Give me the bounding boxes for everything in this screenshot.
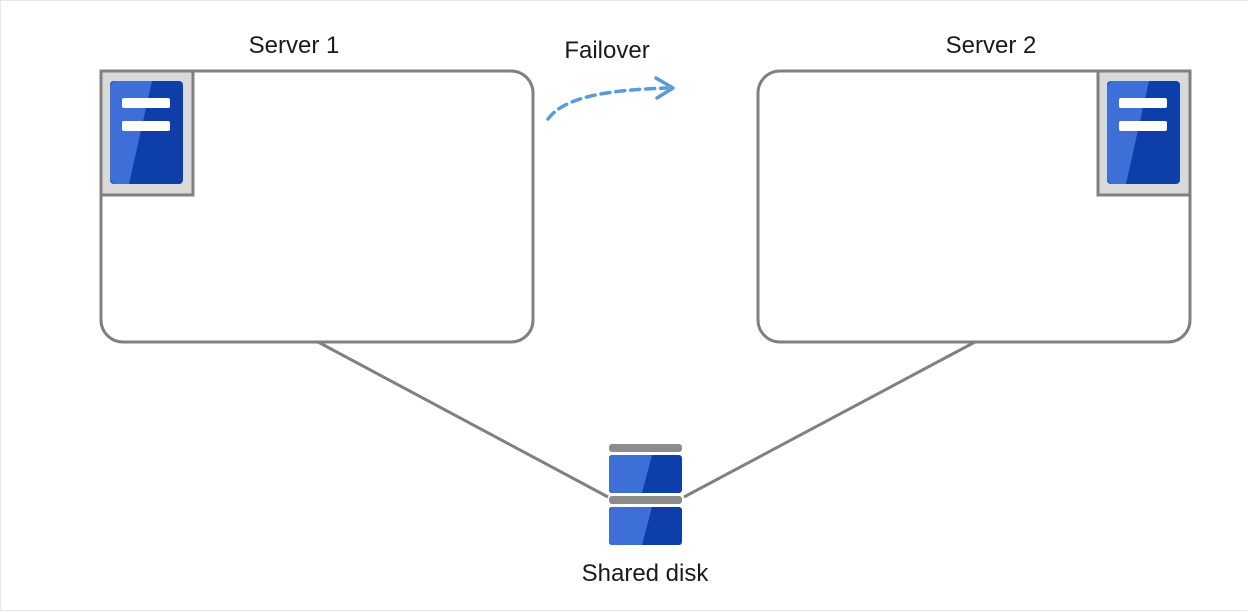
failover-arrow-icon — [546, 76, 675, 121]
shared-disk-label: Shared disk — [581, 560, 709, 587]
server1-disk-connector — [317, 340, 609, 499]
server2-box — [756, 69, 1192, 344]
failover-label: Failover — [564, 37, 650, 64]
server2-label: Server 2 — [945, 32, 1037, 59]
server2-app-icon — [1096, 69, 1192, 197]
server2-disk-connector — [683, 340, 976, 499]
shared-disk-icon — [609, 444, 682, 545]
server1-box — [99, 69, 535, 344]
server1-label: Server 1 — [248, 32, 340, 59]
server1-app-icon — [99, 69, 195, 197]
